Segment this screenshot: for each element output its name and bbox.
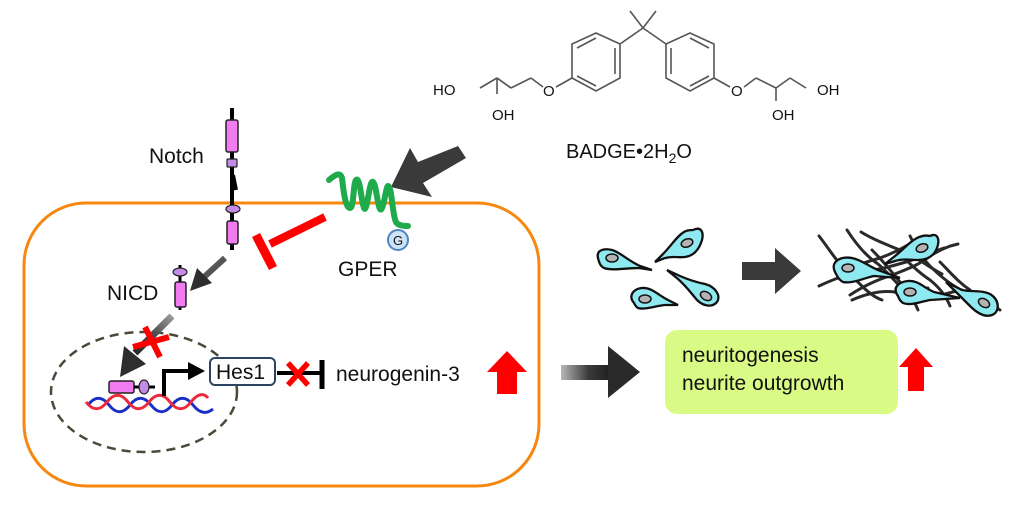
outcome-box xyxy=(665,330,898,414)
neurogenin-label: neurogenin-3 xyxy=(336,363,460,386)
atom-oh-right-lower: OH xyxy=(772,107,795,124)
compound-name: BADGE•2H2O xyxy=(566,141,692,166)
badge-chemical-structure xyxy=(479,10,807,101)
differentiated-neurons xyxy=(832,233,999,317)
gper-label: GPER xyxy=(338,258,398,281)
g-protein-label: G xyxy=(393,233,403,248)
transcription-start-arrow xyxy=(162,362,205,396)
notch-extracellular-domain xyxy=(225,119,239,153)
neuron xyxy=(596,248,653,272)
nicd-bound-to-dna xyxy=(108,379,155,395)
notch-receptor xyxy=(225,108,241,250)
neuron xyxy=(630,286,679,310)
atom-ho-left: HO xyxy=(433,82,456,99)
compound-name-main: BADGE•2H xyxy=(566,141,669,163)
hes1-label: Hes1 xyxy=(216,361,265,384)
neuron xyxy=(666,268,720,307)
up-arrow-icon-neurogenin xyxy=(487,351,527,394)
g-protein xyxy=(387,229,409,251)
outcome-label-line1: neuritogenesis xyxy=(682,344,819,367)
block-x-icon-hes1 xyxy=(285,361,311,387)
hes1-box xyxy=(209,357,276,386)
notch-small-domain xyxy=(226,158,238,168)
atom-o-left: O xyxy=(543,83,555,100)
methyl-bond-left xyxy=(629,10,644,29)
neuron xyxy=(884,233,940,266)
neuron xyxy=(945,280,999,317)
neuron xyxy=(654,227,704,264)
chem-atom-labels: HO OH O O OH OH xyxy=(433,82,840,124)
cleavage-arrow-notch-to-nicd xyxy=(190,255,228,291)
benzene-ring-right xyxy=(665,32,715,92)
benzene-ring-left xyxy=(571,32,621,92)
arrow-cell-to-outcome xyxy=(561,346,640,398)
notch-label: Notch xyxy=(149,145,204,168)
atom-oh-left-lower: OH xyxy=(492,107,515,124)
notch-tm-oval xyxy=(225,204,241,214)
compound-name-suffix: O xyxy=(676,141,692,163)
inhibition-bar-gper-to-notch xyxy=(251,213,327,271)
outcome-label-line2: neurite outgrowth xyxy=(682,372,844,395)
nicd-label: NICD xyxy=(107,282,158,305)
up-arrow-icon-outcome xyxy=(899,348,933,391)
block-x-icon-nicd xyxy=(132,325,170,359)
compound-name-subscript: 2 xyxy=(669,150,677,166)
nicd-molecule xyxy=(172,265,188,310)
gper-receptor xyxy=(326,171,411,229)
cell-membrane xyxy=(22,201,541,488)
methyl-bond-right xyxy=(642,10,657,29)
atom-oh-right: OH xyxy=(817,82,840,99)
nucleus xyxy=(49,330,239,454)
activation-arrow-compound-to-gper xyxy=(391,146,466,197)
notch-intracellular-domain xyxy=(226,220,239,245)
neuron xyxy=(832,256,901,284)
dna-double-helix xyxy=(84,393,214,414)
bond-c-ring-left xyxy=(619,27,644,45)
neuron xyxy=(894,279,961,306)
atom-o-right: O xyxy=(731,83,743,100)
arrow-neuron-differentiation xyxy=(742,248,801,294)
bond-c-ring-right xyxy=(642,27,667,45)
undifferentiated-neurons xyxy=(596,227,720,310)
